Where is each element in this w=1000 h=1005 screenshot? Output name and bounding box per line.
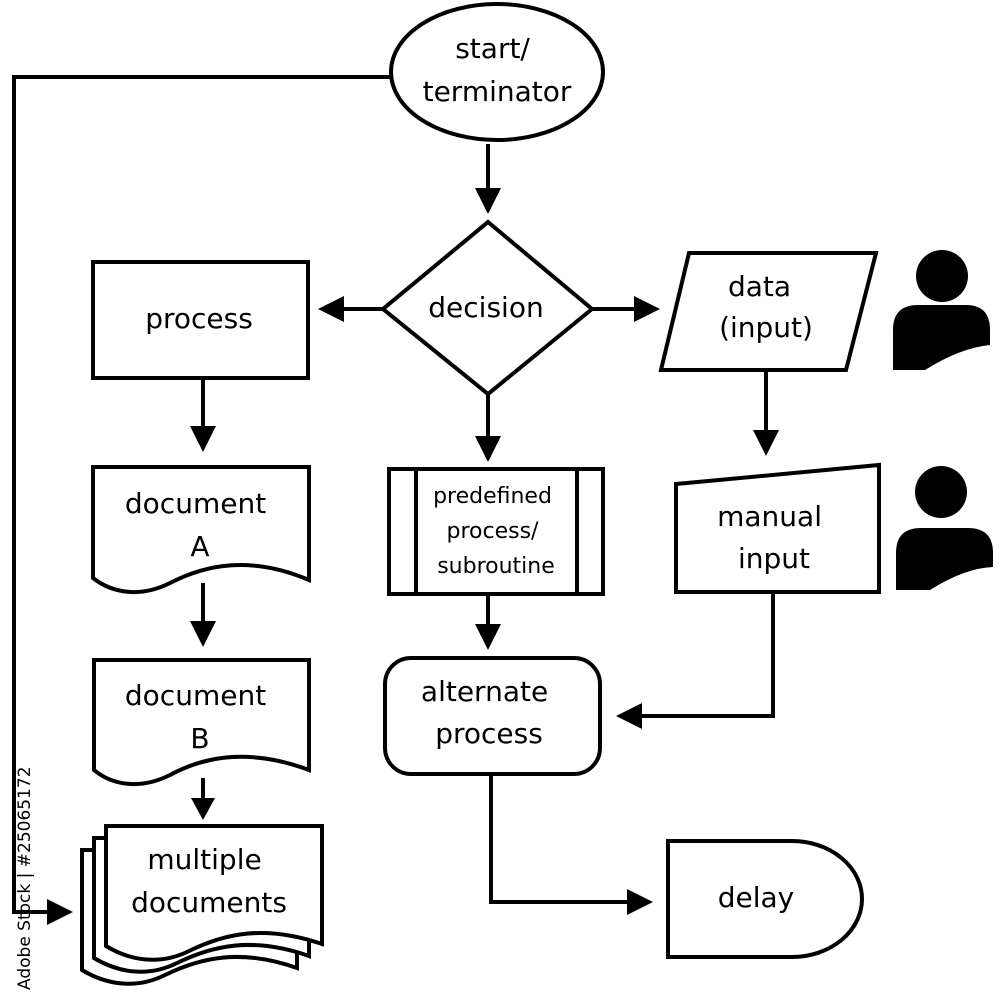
predefined-label-line-1: predefined bbox=[433, 484, 552, 509]
stock-watermark-text: Adobe Stock | #25065172 bbox=[15, 766, 35, 990]
multiple-documents-front-sheet bbox=[104, 824, 324, 962]
multiple-docs-label-line-1: multiple bbox=[147, 843, 261, 876]
person-icon-body bbox=[893, 305, 990, 370]
process-label: process bbox=[145, 302, 253, 335]
manual-input-label-line-2: input bbox=[738, 542, 810, 575]
process-label-line-1: process bbox=[145, 302, 253, 335]
document-a-label-line-1: document bbox=[125, 487, 266, 520]
multiple-documents-node: multiple documents bbox=[80, 824, 324, 986]
manual-input-label: manual input bbox=[717, 500, 831, 575]
document-b-label: document B bbox=[125, 679, 275, 755]
edge-manual-alternate bbox=[637, 593, 775, 718]
start-terminator-label: start/ terminator bbox=[423, 32, 572, 108]
person-icon bbox=[896, 466, 993, 590]
process-node: process bbox=[91, 260, 310, 380]
arrowhead-left bbox=[318, 296, 344, 322]
decision-shape bbox=[379, 219, 596, 397]
manual-input-node: manual input bbox=[674, 462, 881, 594]
delay-shape bbox=[666, 839, 864, 959]
data-input-shape bbox=[658, 251, 879, 372]
document-b-label-line-2: B bbox=[190, 722, 209, 755]
alternate-process-node: alternate process bbox=[383, 656, 602, 776]
alternate-process-label: alternate process bbox=[421, 675, 557, 750]
document-a-label: document A bbox=[125, 487, 275, 563]
arrowhead-right bbox=[634, 296, 660, 322]
delay-label-line-1: delay bbox=[718, 881, 795, 914]
document-a-label-line-2: A bbox=[190, 530, 209, 563]
data-input-label: data (input) bbox=[719, 270, 813, 344]
predefined-process-shape bbox=[387, 467, 605, 596]
decision-label: decision bbox=[428, 291, 543, 324]
process-shape bbox=[91, 260, 310, 380]
alternate-label-line-1: alternate bbox=[421, 675, 548, 708]
predefined-process-label: predefined process/ subroutine bbox=[433, 484, 559, 579]
arrowhead-down bbox=[190, 621, 216, 647]
terminator-shape bbox=[389, 2, 605, 142]
data-input-label-line-2: (input) bbox=[719, 311, 813, 344]
document-b-node: document B bbox=[92, 658, 311, 787]
delay-label: delay bbox=[718, 881, 795, 914]
document-a-node: document A bbox=[91, 465, 311, 595]
decision-label-line-1: decision bbox=[428, 291, 543, 324]
start-label-line-2: terminator bbox=[423, 75, 572, 108]
arrowhead-down bbox=[475, 188, 501, 214]
edge-alternate-delay bbox=[489, 773, 632, 904]
decision-node: decision bbox=[379, 219, 596, 397]
arrowhead-down bbox=[753, 430, 779, 456]
document-a-shape bbox=[91, 465, 311, 595]
person-icon-head bbox=[915, 466, 967, 518]
data-input-label-line-1: data bbox=[728, 270, 791, 303]
data-input-node: data (input) bbox=[658, 251, 879, 372]
predefined-label-line-3: subroutine bbox=[437, 554, 555, 579]
alternate-label-line-2: process bbox=[435, 717, 543, 750]
predefined-label-line-2: process/ bbox=[447, 519, 540, 544]
delay-node: delay bbox=[666, 839, 864, 959]
arrowhead-left bbox=[616, 703, 642, 729]
arrowhead-down bbox=[475, 436, 501, 462]
multiple-documents-label: multiple documents bbox=[131, 843, 287, 919]
arrowhead-down bbox=[190, 426, 216, 452]
arrowhead-down bbox=[191, 798, 215, 820]
person-icon bbox=[893, 250, 990, 370]
arrowhead-right bbox=[627, 889, 653, 915]
connectors bbox=[12, 75, 779, 925]
arrowhead-right bbox=[47, 899, 73, 925]
person-icon-head bbox=[916, 250, 968, 302]
manual-input-label-line-1: manual bbox=[717, 500, 822, 533]
document-b-shape bbox=[92, 658, 311, 787]
start-terminator-node: start/ terminator bbox=[389, 2, 605, 142]
person-icon-body bbox=[896, 528, 993, 590]
start-label-line-1: start/ bbox=[455, 32, 530, 65]
edge-start-multiple-loop bbox=[12, 75, 390, 914]
multiple-docs-label-line-2: documents bbox=[131, 886, 287, 919]
document-b-label-line-1: document bbox=[125, 679, 266, 712]
alternate-process-shape bbox=[383, 656, 602, 776]
arrowhead-down bbox=[475, 624, 501, 650]
manual-input-shape bbox=[674, 462, 881, 594]
predefined-process-node: predefined process/ subroutine bbox=[387, 467, 605, 596]
